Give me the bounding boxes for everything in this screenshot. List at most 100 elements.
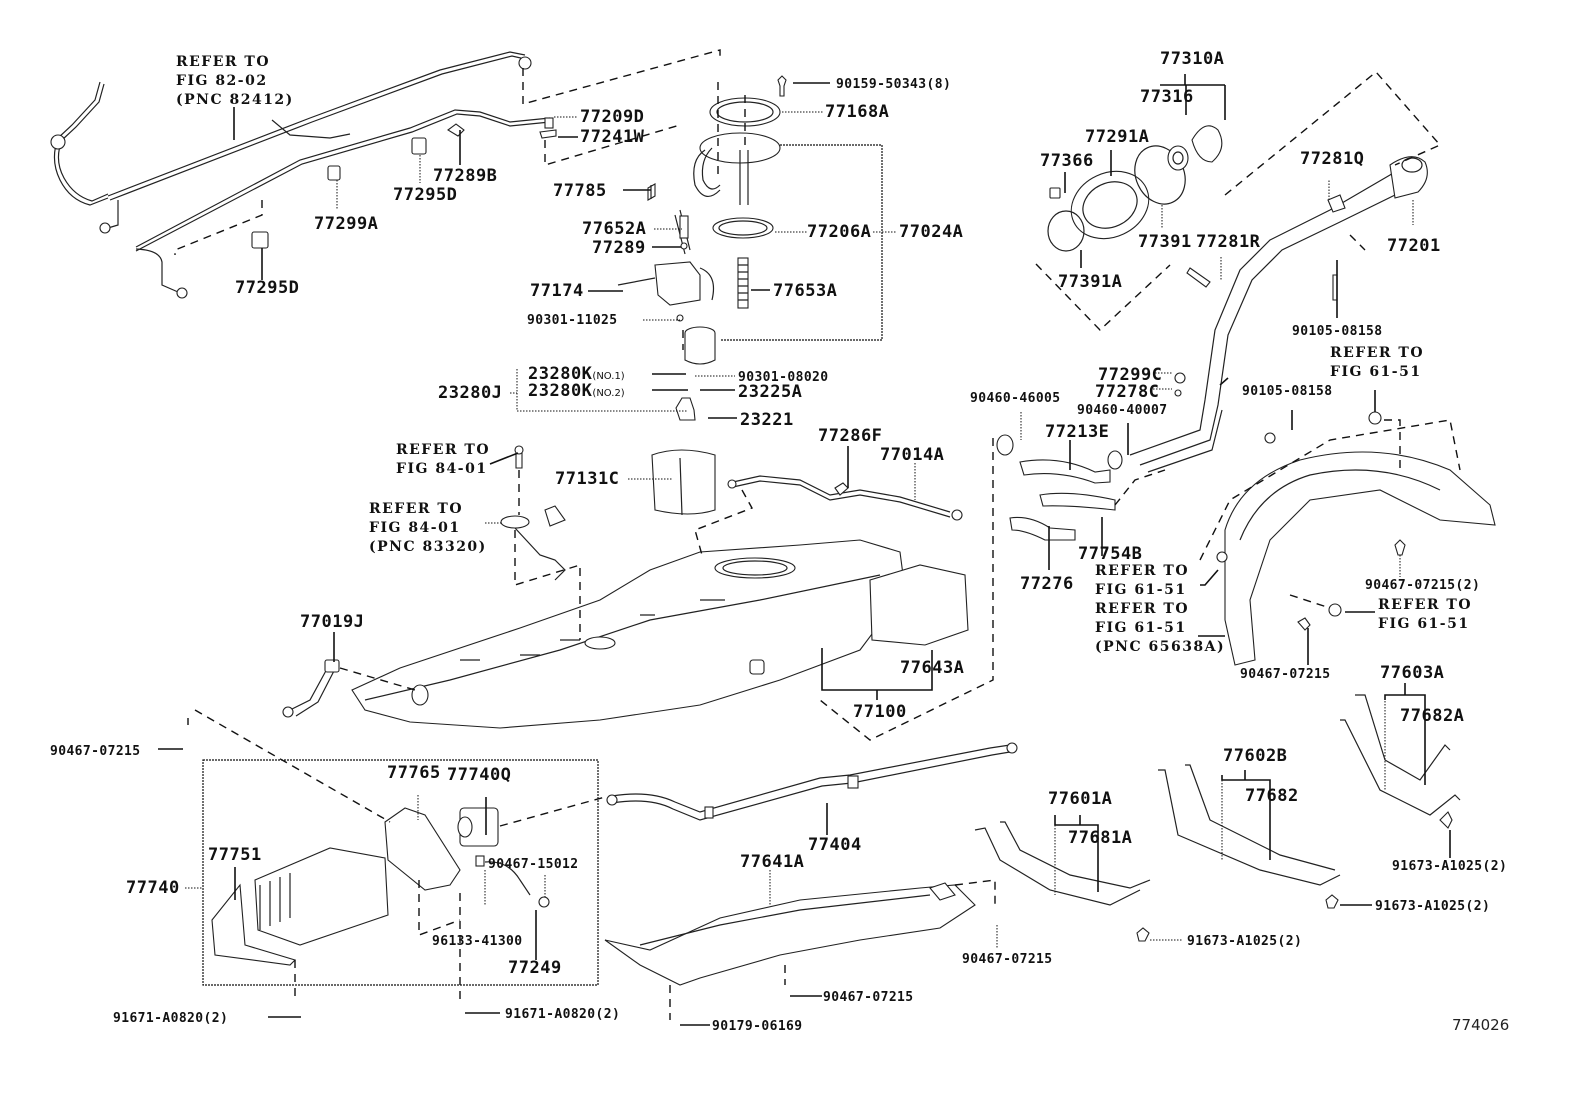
wheel-well-liner [1199, 411, 1496, 666]
part-77278C[interactable]: 77278C [1095, 382, 1160, 402]
part-23280K-no2-note: (NO.2) [592, 388, 625, 399]
part-77740Q[interactable]: 77740Q [447, 765, 512, 785]
part-77291A[interactable]: 77291A [1085, 127, 1150, 147]
part-77316[interactable]: 77316 [1140, 87, 1194, 107]
part-23280K-no1-number: 23280K [528, 364, 593, 384]
refer-fig-82-02[interactable]: REFER TO FIG 82-02 (PNC 82412) [176, 54, 294, 108]
part-23225A[interactable]: 23225A [738, 382, 803, 402]
part-23280K-no2[interactable]: 23280K(NO.2) [528, 382, 625, 403]
part-77682[interactable]: 77682 [1245, 786, 1299, 806]
part-77281Q[interactable]: 77281Q [1300, 149, 1365, 169]
part-90105-08158-mid[interactable]: 90105-08158 [1242, 384, 1333, 399]
part-91673-A1025-mid[interactable]: 91673-A1025(2) [1375, 899, 1491, 914]
tube-77404 [606, 742, 1018, 821]
part-77641A[interactable]: 77641A [740, 852, 805, 872]
fuel-pump-assembly [617, 75, 883, 516]
part-90467-07215-under[interactable]: 90467-07215 [962, 952, 1053, 967]
part-77391A[interactable]: 77391A [1058, 272, 1123, 292]
hose-77019J [282, 659, 416, 718]
part-77603A[interactable]: 77603A [1380, 663, 1445, 683]
part-77241W[interactable]: 77241W [580, 127, 645, 147]
part-77754B[interactable]: 77754B [1078, 544, 1143, 564]
part-77295D[interactable]: 77295D [393, 185, 458, 205]
part-77765[interactable]: 77765 [387, 763, 441, 783]
part-77201[interactable]: 77201 [1387, 236, 1441, 256]
leader-lines [158, 74, 1451, 1026]
part-77024A[interactable]: 77024A [899, 222, 964, 242]
part-77100[interactable]: 77100 [853, 702, 907, 722]
part-90467-07215-wheel[interactable]: 90467-07215 [1240, 667, 1331, 682]
part-77174[interactable]: 77174 [530, 281, 584, 301]
figure-id: 774026 [1452, 1016, 1510, 1034]
under-cover-77641A [604, 879, 996, 1020]
part-96133-41300[interactable]: 96133-41300 [432, 934, 523, 949]
part-77643A[interactable]: 77643A [900, 658, 965, 678]
part-77310A[interactable]: 77310A [1160, 49, 1225, 69]
vent-tube-77014A [694, 475, 963, 556]
part-90467-15012[interactable]: 90467-15012 [488, 857, 579, 872]
part-77019J[interactable]: 77019J [300, 612, 365, 632]
part-77299A[interactable]: 77299A [314, 214, 379, 234]
part-77391[interactable]: 77391 [1138, 232, 1192, 252]
part-77652A[interactable]: 77652A [582, 219, 647, 239]
part-23280K-no1[interactable]: 23280K(NO.1) [528, 365, 625, 386]
part-91673-A1025-left[interactable]: 91673-A1025(2) [1187, 934, 1303, 949]
part-77785[interactable]: 77785 [553, 181, 607, 201]
part-77213E[interactable]: 77213E [1045, 422, 1110, 442]
fuel-sender-gauge [500, 445, 581, 640]
part-91671-A0820-right[interactable]: 91671-A0820(2) [505, 1007, 621, 1022]
part-91673-A1025-right[interactable]: 91673-A1025(2) [1392, 859, 1508, 874]
part-90460-46005[interactable]: 90460-46005 [970, 391, 1061, 406]
part-77740[interactable]: 77740 [126, 878, 180, 898]
fuel-tank [351, 539, 969, 729]
part-77404[interactable]: 77404 [808, 835, 862, 855]
part-90467-07215-left[interactable]: 90467-07215 [50, 744, 141, 759]
refer-fig-61-51-top[interactable]: REFER TO FIG 61-51 [1330, 345, 1425, 380]
part-23280K-no2-number: 23280K [528, 381, 593, 401]
canister-assembly [187, 709, 606, 1000]
part-77249[interactable]: 77249 [508, 958, 562, 978]
refer-fig-84-01-bolt[interactable]: REFER TO FIG 84-01 [396, 442, 491, 477]
part-77295D-lower[interactable]: 77295D [235, 278, 300, 298]
part-90301-11025[interactable]: 90301-11025 [527, 313, 618, 328]
part-77289B[interactable]: 77289B [433, 166, 498, 186]
part-90467-07215-x2-liner[interactable]: 90467-07215(2) [1365, 578, 1481, 593]
part-77682A[interactable]: 77682A [1400, 706, 1465, 726]
part-77206A[interactable]: 77206A [807, 222, 872, 242]
part-77286F[interactable]: 77286F [818, 426, 883, 446]
filler-hoses [819, 372, 1186, 741]
part-77209D[interactable]: 77209D [580, 107, 645, 127]
tank-straps [974, 694, 1461, 942]
part-77014A[interactable]: 77014A [880, 445, 945, 465]
filler-pipe-77201 [1129, 71, 1442, 473]
fuel-tube-harness-assembly [50, 49, 721, 299]
part-90179-06169[interactable]: 90179-06169 [712, 1019, 803, 1034]
filler-cap-assembly [1035, 125, 1223, 331]
part-90105-08158-top[interactable]: 90105-08158 [1292, 324, 1383, 339]
part-23280K-no1-note: (NO.1) [592, 371, 625, 382]
part-90159-50343[interactable]: 90159-50343(8) [836, 77, 952, 92]
part-77653A[interactable]: 77653A [773, 281, 838, 301]
part-77276[interactable]: 77276 [1020, 574, 1074, 594]
part-77299C[interactable]: 77299C [1098, 365, 1163, 385]
part-77681A[interactable]: 77681A [1068, 828, 1133, 848]
part-77366[interactable]: 77366 [1040, 151, 1094, 171]
part-77601A[interactable]: 77601A [1048, 789, 1113, 809]
refer-fig-84-01-gauge[interactable]: REFER TO FIG 84-01 (PNC 83320) [369, 501, 487, 555]
refer-fig-61-51-clip[interactable]: REFER TO FIG 61-51 [1095, 563, 1190, 598]
part-77131C[interactable]: 77131C [555, 469, 620, 489]
part-90467-07215-mid[interactable]: 90467-07215 [823, 990, 914, 1005]
part-77281R[interactable]: 77281R [1196, 232, 1261, 252]
part-91671-A0820-left[interactable]: 91671-A0820(2) [113, 1011, 229, 1026]
part-77751[interactable]: 77751 [208, 845, 262, 865]
refer-fig-61-51-liner[interactable]: REFER TO FIG 61-51 (PNC 65638A) [1095, 601, 1226, 655]
part-23280J[interactable]: 23280J [438, 383, 503, 403]
part-77168A[interactable]: 77168A [825, 102, 890, 122]
refer-fig-61-51-nut[interactable]: REFER TO FIG 61-51 [1378, 597, 1473, 632]
part-77289[interactable]: 77289 [592, 238, 646, 258]
part-90301-08020[interactable]: 90301-08020 [738, 370, 829, 385]
part-23221[interactable]: 23221 [740, 410, 794, 430]
part-77602B[interactable]: 77602B [1223, 746, 1288, 766]
part-90460-40007[interactable]: 90460-40007 [1077, 403, 1168, 418]
